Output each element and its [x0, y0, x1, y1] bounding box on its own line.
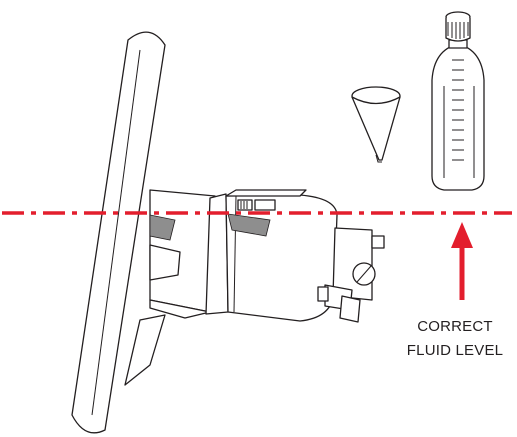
helm-pump-icon — [205, 189, 385, 323]
funnel-icon — [351, 86, 401, 163]
steering-wheel-icon — [71, 31, 166, 434]
fluid-bottle-icon — [431, 11, 485, 191]
fluid-level-label-line1: CORRECT — [417, 318, 493, 335]
up-arrow-icon — [451, 222, 473, 300]
helm-hub-icon — [124, 189, 216, 386]
fluid-level-label-line2: FLUID LEVEL — [406, 342, 504, 359]
